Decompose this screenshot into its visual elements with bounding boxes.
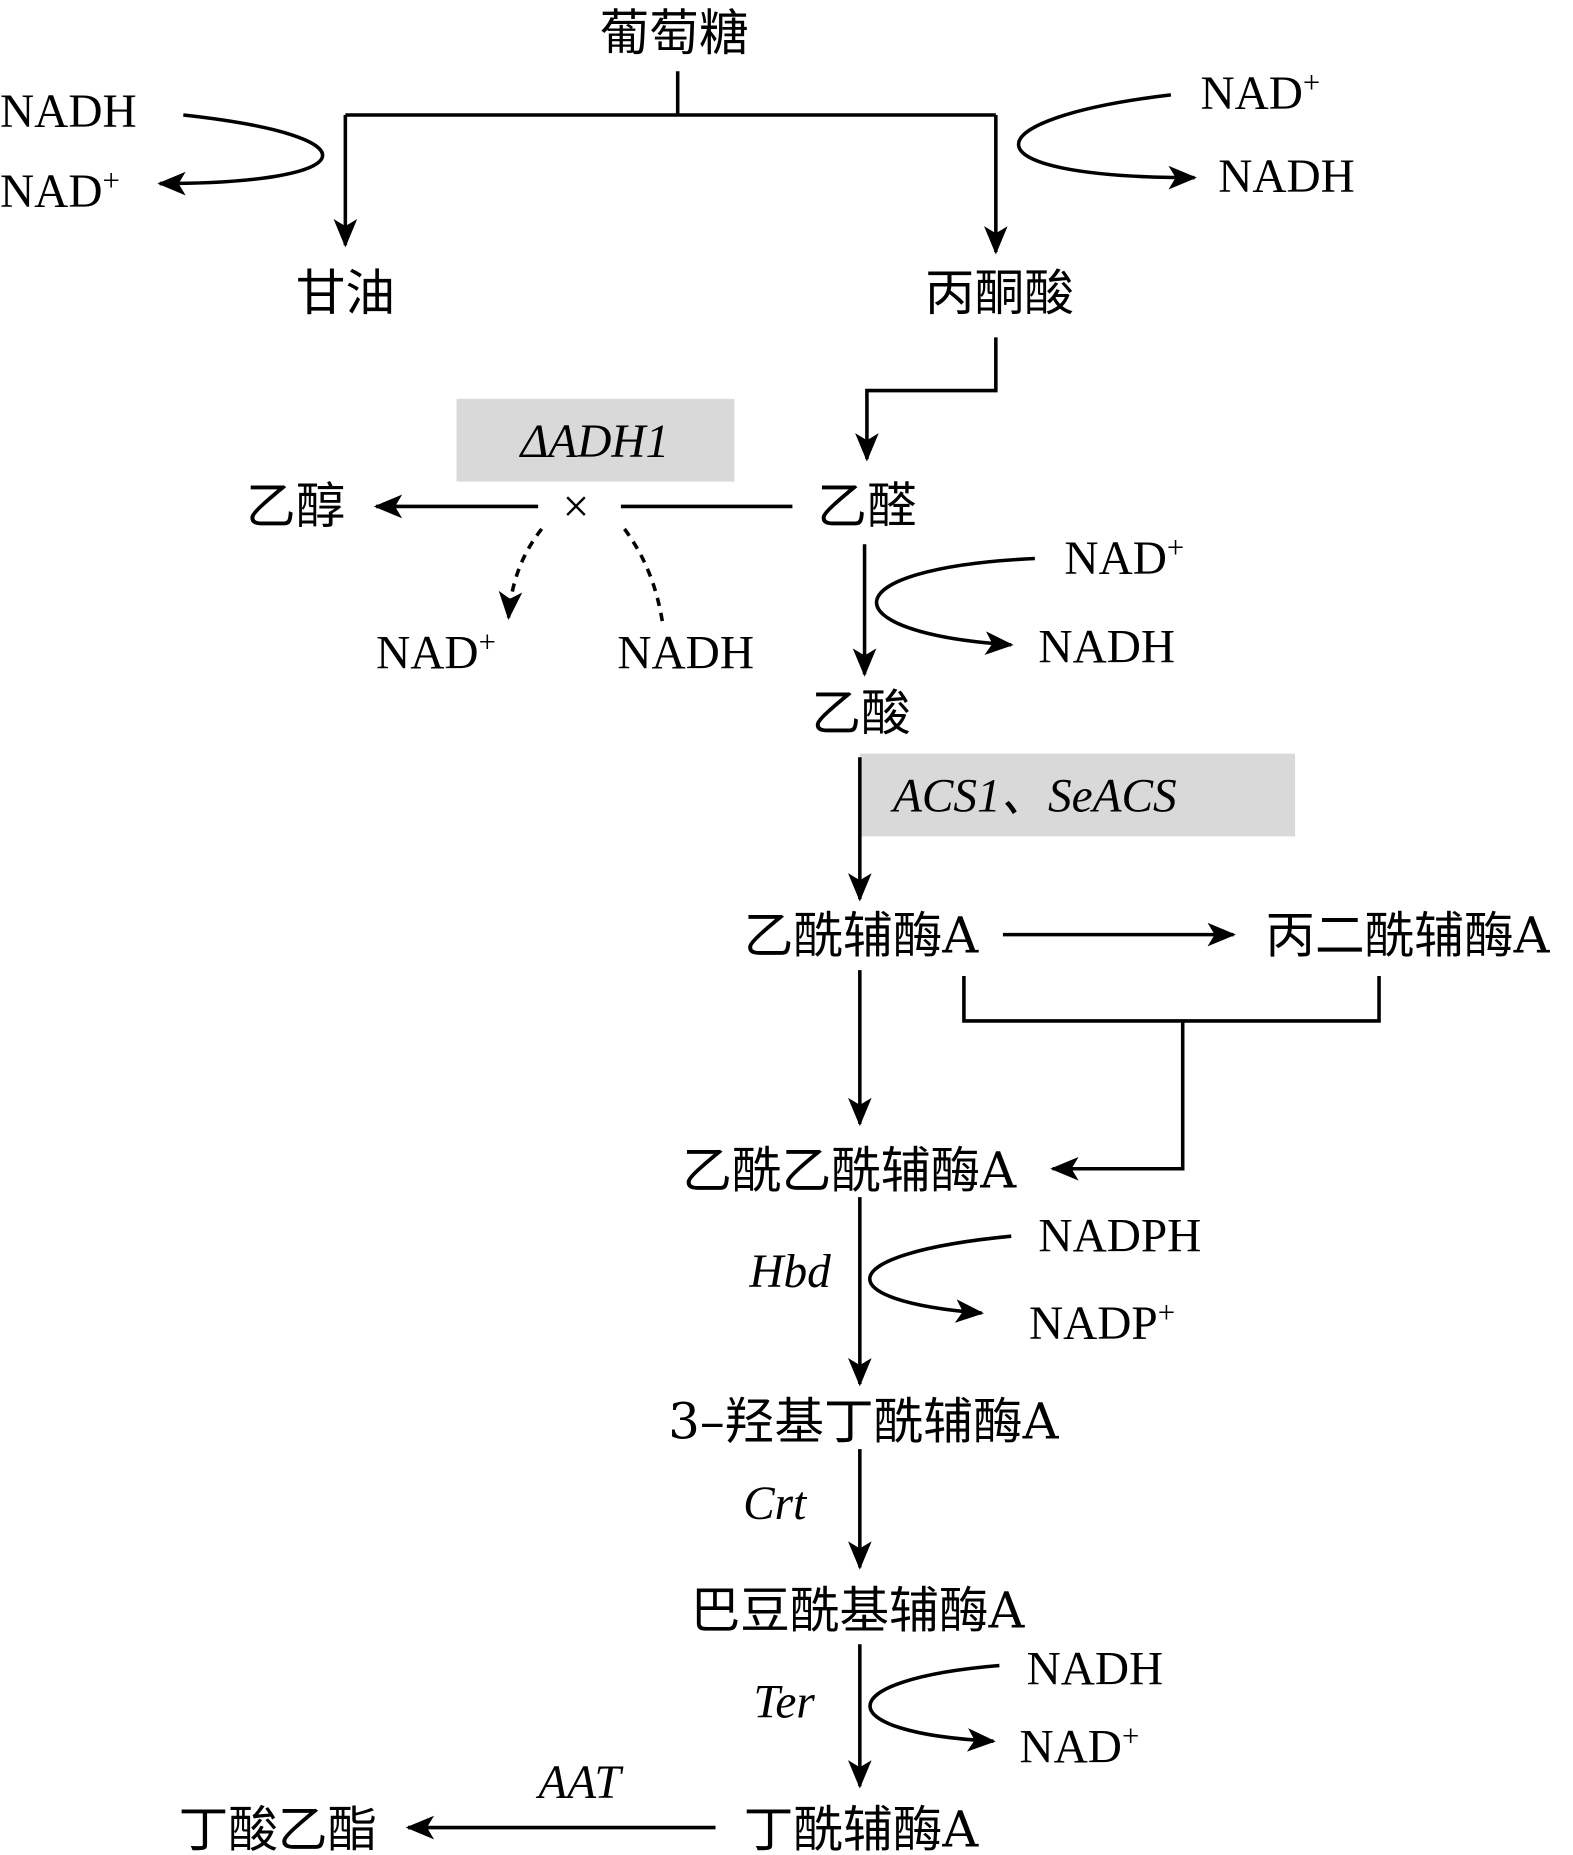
- cofactor-nadph: NADPH: [1038, 1211, 1201, 1263]
- cofactor-curve-hbd: [868, 1234, 1012, 1323]
- node-glycerol: 甘油: [296, 264, 395, 322]
- node-ethanol: 乙醇: [246, 477, 345, 535]
- cofactor-curve-right: [1016, 93, 1197, 190]
- node-crotonyl-coa: 巴豆酰基辅酶A: [691, 1582, 1026, 1640]
- node-acetoacetyl-coa: 乙酰乙酰辅酶A: [682, 1142, 1017, 1200]
- node-acetyl-coa: 乙酰辅酶A: [744, 906, 980, 964]
- cofactor-curve-left: [157, 113, 325, 196]
- enzyme-ter: Ter: [753, 1677, 815, 1729]
- node-glucose: 葡萄糖: [600, 4, 749, 62]
- enzyme-hbd: Hbd: [748, 1246, 831, 1298]
- cofactor-curve-acetate: [874, 556, 1035, 655]
- cofactor-nad-ter: NAD+: [1019, 1719, 1139, 1774]
- cofactor-nadh-acetate: NADH: [1038, 622, 1175, 674]
- node-pyruvate: 丙酮酸: [925, 264, 1074, 322]
- node-hydroxybutyryl-coa: 3–羟基丁酰辅酶A: [668, 1392, 1059, 1450]
- node-butyryl-coa: 丁酰辅酶A: [744, 1800, 980, 1855]
- enzyme-crt: Crt: [743, 1478, 808, 1530]
- cofactor-nad-left: NAD+: [0, 164, 120, 219]
- dashed-curve-nadh: [623, 527, 665, 622]
- glucose-branch-line: [345, 71, 996, 117]
- cofactor-curve-ter: [868, 1663, 1000, 1752]
- node-malonyl-coa: 丙二酰辅酶A: [1265, 906, 1550, 964]
- adh1-knockout-box: [456, 398, 735, 482]
- enzyme-acs: ACS1、SeACS: [890, 771, 1177, 823]
- condensation-bracket: [962, 975, 1381, 1169]
- enzyme-adh1: ΔADH1: [519, 416, 670, 468]
- cofactor-nad-ethanol: NAD+: [376, 625, 496, 680]
- node-acetate: 乙酸: [811, 684, 910, 742]
- cofactor-nadp: NADP+: [1029, 1296, 1175, 1351]
- node-acetaldehyde: 乙醛: [817, 477, 916, 535]
- cofactor-nad-right: NAD+: [1200, 66, 1320, 121]
- arrow-pyruvate-to-acetaldehyde: [855, 337, 998, 462]
- dashed-curve-nad: [498, 527, 544, 620]
- cofactor-nad-acetate: NAD+: [1064, 530, 1184, 585]
- acs-enzyme-box: [859, 753, 1296, 837]
- blocked-mark: ×: [563, 481, 590, 533]
- node-ethyl-butyrate: 丁酸乙酯: [179, 1800, 378, 1855]
- cofactor-nadh-ter: NADH: [1027, 1643, 1164, 1695]
- enzyme-aat: AAT: [535, 1757, 624, 1809]
- cofactor-nadh-left: NADH: [0, 86, 137, 138]
- cofactor-nadh-right: NADH: [1218, 151, 1355, 203]
- cofactor-nadh-ethanol: NADH: [617, 627, 754, 679]
